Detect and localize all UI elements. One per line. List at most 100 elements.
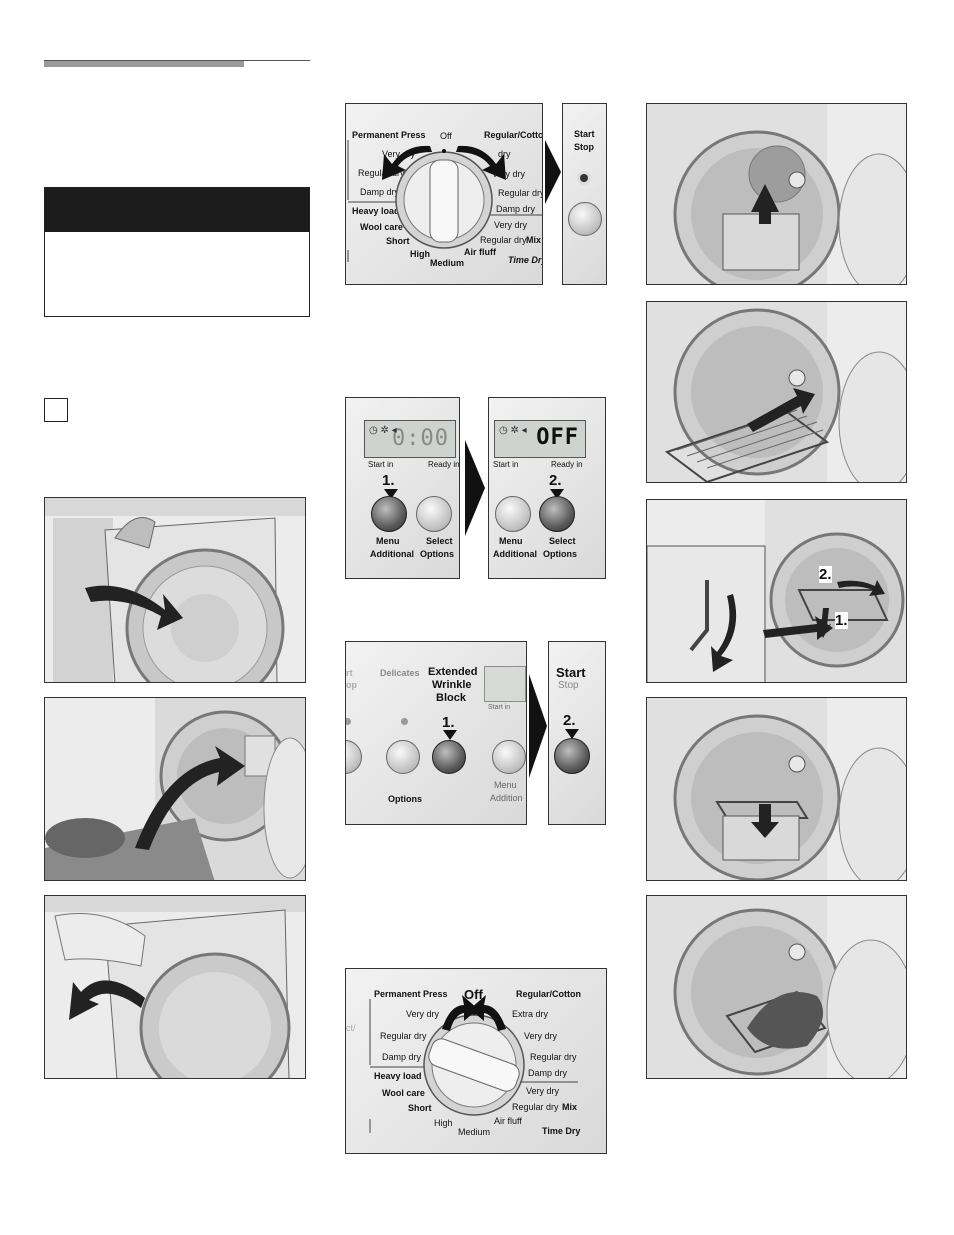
display-a-select: Select [426, 536, 453, 546]
dial2-group-1: Heavy load [374, 1071, 422, 1081]
display-a-value: 0:00 [392, 426, 449, 451]
display-a-icons: ◷ ✲ ◂ [369, 425, 397, 436]
start1-indicator-light [580, 174, 588, 182]
display-a-step: 1. [382, 472, 395, 489]
dial1-left-opt-3: Damp dry [360, 187, 400, 197]
dial2-left-opt-3: Damp dry [382, 1052, 422, 1062]
display-panel-b: OFF ◷ ✲ ◂ Start in Ready in 2. Menu Addi… [488, 397, 606, 579]
wrinkle-panel: rt op Delicates Extended Wrinkle Block S… [345, 641, 527, 825]
dial1-bottom-3: Air fluff [464, 247, 496, 257]
dial2-right-header: Regular/Cotton [516, 989, 581, 999]
dial1-time-dry: Time Dry [508, 255, 543, 265]
display-b-menu-button[interactable] [495, 496, 531, 532]
dial2-group-2: Wool care [382, 1088, 425, 1098]
display-a-step-arrow [384, 489, 398, 499]
display-a-ready-in: Ready in [428, 460, 460, 469]
start2-step: 2. [563, 712, 576, 729]
illustration-rack-loaded [646, 895, 907, 1079]
dial1-right-header: Regular/Cotton [484, 130, 543, 140]
start2-start-label: Start [556, 665, 586, 680]
display-a-menu-button[interactable] [371, 496, 407, 532]
display-b-value: OFF [536, 425, 579, 450]
dial1-left-opt-2: Regular dry [358, 168, 405, 178]
display-b-options: Options [543, 549, 577, 559]
step-checkbox[interactable] [44, 398, 68, 422]
dial2-time-dry: Time Dry [542, 1126, 581, 1136]
dial2-off: Off [464, 987, 483, 1002]
start2-step-arrow [565, 729, 579, 739]
wrinkle-led-1 [346, 718, 351, 725]
dial1-extra-top: dry [498, 149, 511, 159]
display-b-additional: Additional [493, 549, 537, 559]
notice-header [45, 188, 309, 232]
wrinkle-step: 1. [442, 714, 455, 731]
start1-start-button[interactable] [568, 202, 602, 236]
dial1-off: Off [440, 131, 452, 141]
rack-step-one: 1. [835, 612, 848, 629]
start2-start-button[interactable] [554, 738, 590, 774]
dial2-left-opt-2: Regular dry [380, 1031, 427, 1041]
dial-panel-2: ct/ Permanent Press Off Regular/Cotton V… [345, 968, 607, 1154]
display-b-start-in: Start in [493, 460, 519, 469]
wrinkle-ewb-3: Block [436, 692, 466, 704]
display-b-step: 2. [549, 472, 562, 489]
dial1-group-1: Heavy load [352, 206, 400, 216]
arrow-right-1 [545, 140, 561, 204]
dial1-group-3: Short [386, 236, 410, 246]
display-a-menu: Menu [376, 536, 400, 546]
display-b-ready-in: Ready in [551, 460, 583, 469]
display-a-additional: Additional [370, 549, 414, 559]
start-panel-2: Start Stop 2. [548, 641, 606, 825]
wrinkle-left-button[interactable] [346, 740, 362, 774]
wrinkle-step-arrow [443, 730, 457, 740]
dial1-mix-2: Regular dry [480, 235, 527, 245]
dial2-mix-1: Very dry [526, 1086, 560, 1096]
start1-start-label: Start [574, 129, 595, 139]
wrinkle-partial-1: rt [346, 668, 353, 678]
display-b-select-button[interactable] [539, 496, 575, 532]
illustration-rack-remove-filter [646, 103, 907, 285]
wrinkle-menu: Menu [494, 780, 517, 790]
display-b-icons: ◷ ✲ ◂ [499, 425, 527, 436]
start1-stop-label: Stop [574, 142, 594, 152]
wrinkle-start-in: Start in [488, 704, 511, 711]
illustration-rack-filter-insert [646, 697, 907, 881]
wrinkle-menu-button[interactable] [492, 740, 526, 774]
dial2-extra: Extra dry [512, 1009, 549, 1019]
display-b-select: Select [549, 536, 576, 546]
start2-stop-label: Stop [558, 680, 579, 691]
display-a-start-in: Start in [368, 460, 394, 469]
dial2-left-header: Permanent Press [374, 989, 448, 999]
dial2-bottom-3: Air fluff [494, 1116, 522, 1126]
illustration-rack-insert [646, 301, 907, 483]
dial1-left-header: Permanent Press [352, 130, 426, 140]
wrinkle-delicates: Delicates [380, 668, 420, 678]
wrinkle-led-2 [401, 718, 408, 725]
dial1-group-2: Wool care [360, 222, 403, 232]
dial2-right-opt-3: Damp dry [528, 1068, 568, 1078]
wrinkle-ewb-2: Wrinkle [432, 679, 472, 691]
dial2-right-opt-1: Very dry [524, 1031, 558, 1041]
dial1-left-opt-1: Very dry [382, 149, 416, 159]
dial2-bottom-1: High [434, 1118, 453, 1128]
dial1-mix-1: Very dry [494, 220, 528, 230]
dial-panel-1: Permanent Press Off Regular/Cotton Very … [345, 103, 543, 285]
display-a-select-button[interactable] [416, 496, 452, 532]
rack-step-two: 2. [819, 566, 832, 583]
wrinkle-ewb-button[interactable] [432, 740, 466, 774]
wrinkle-addition: Addition [490, 793, 523, 803]
dial2-mix-label: Mix [562, 1102, 578, 1112]
header-bar [44, 61, 244, 67]
dial2-mix-2: Regular dry [512, 1102, 559, 1112]
wrinkle-options-button[interactable] [386, 740, 420, 774]
display-panel-a: 0:00 ◷ ✲ ◂ Start in Ready in 1. Menu Add… [345, 397, 460, 579]
arrow-right-3 [529, 674, 547, 778]
arrow-right-2 [465, 440, 485, 536]
illustration-rack-fasten: 2. 1. [646, 499, 907, 683]
wrinkle-mini-display [484, 666, 526, 702]
display-b-step-arrow [550, 489, 564, 499]
dial1-bottom-2: Medium [430, 258, 465, 268]
dial1-right-opt-2: Regular dry [498, 188, 543, 198]
dial1-right-opt-3: Damp dry [496, 204, 536, 214]
illustration-load-laundry [44, 697, 306, 881]
